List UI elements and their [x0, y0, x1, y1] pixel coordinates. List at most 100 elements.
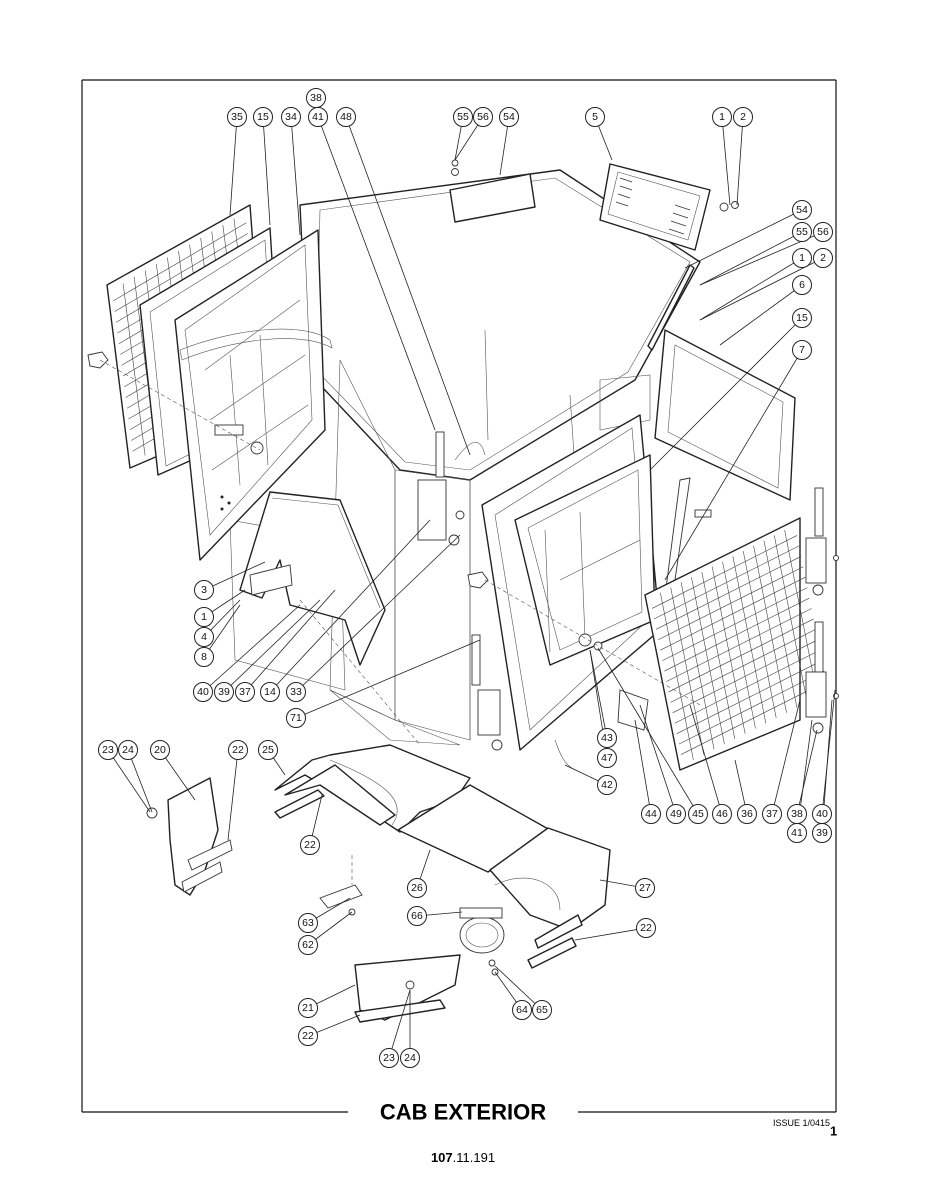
- leader-line: [262, 116, 271, 226]
- document-reference: 107.11.191: [431, 1150, 495, 1165]
- callout-number: 22: [302, 1030, 314, 1042]
- callout-balloon: 23: [98, 740, 118, 760]
- callout-number: 1: [201, 611, 207, 623]
- leader-line: [388, 989, 411, 1059]
- callout-number: 6: [799, 279, 805, 291]
- callout-number: 39: [218, 686, 230, 698]
- callout-number: 49: [670, 808, 682, 820]
- callout-balloon: 48: [336, 107, 356, 127]
- callout-balloon: 41: [787, 823, 807, 843]
- callout-balloon: 15: [253, 107, 273, 127]
- callout-balloon: 37: [762, 804, 782, 824]
- callout-number: 36: [741, 808, 753, 820]
- callout-balloon: 44: [641, 804, 661, 824]
- callout-number: 55: [457, 111, 469, 123]
- reference-suffix: .11.191: [453, 1150, 495, 1165]
- callout-number: 37: [239, 686, 251, 698]
- leader-line: [639, 704, 677, 815]
- callout-number: 24: [404, 1052, 416, 1064]
- callout-balloon: 46: [712, 804, 732, 824]
- callout-balloon: 45: [688, 804, 708, 824]
- callout-number: 41: [791, 827, 803, 839]
- callout-balloon: 21: [298, 998, 318, 1018]
- callout-number: 42: [601, 779, 613, 791]
- callout-balloon: 47: [597, 748, 617, 768]
- callout-balloon: 56: [473, 107, 493, 127]
- callout-balloon: 55: [453, 107, 473, 127]
- callout-number: 66: [411, 910, 423, 922]
- callout-number: 35: [231, 111, 243, 123]
- leader-line: [244, 589, 336, 693]
- callout-balloon: 1: [712, 107, 732, 127]
- callout-balloon: 40: [193, 682, 213, 702]
- leader-line: [574, 927, 647, 941]
- callout-balloon: 43: [597, 728, 617, 748]
- callout-number: 23: [383, 1052, 395, 1064]
- leader-line: [771, 699, 801, 815]
- callout-balloon: 34: [281, 107, 301, 127]
- callout-number: 64: [516, 1004, 528, 1016]
- leader-line: [649, 317, 803, 471]
- leader-line: [494, 965, 543, 1011]
- assembly-lines: [99, 359, 701, 746]
- callout-balloon: 38: [306, 88, 326, 108]
- callout-number: 8: [201, 651, 207, 663]
- callout-number: 54: [503, 111, 515, 123]
- callout-number: 44: [645, 808, 657, 820]
- callout-balloon: 54: [792, 200, 812, 220]
- leader-line: [721, 116, 731, 206]
- callout-balloon: 15: [792, 308, 812, 328]
- callout-balloon: 23: [379, 1048, 399, 1068]
- leader-line: [689, 704, 723, 815]
- callout-number: 14: [264, 686, 276, 698]
- leader-line: [202, 604, 301, 693]
- callout-balloon: 38: [787, 804, 807, 824]
- callout-balloon: 25: [258, 740, 278, 760]
- leader-line: [345, 116, 471, 456]
- callout-balloon: 24: [400, 1048, 420, 1068]
- callout-balloon: 6: [792, 275, 812, 295]
- callout-number: 2: [740, 111, 746, 123]
- callout-balloon: 3: [194, 580, 214, 600]
- callout-number: 56: [817, 226, 829, 238]
- callout-number: 15: [257, 111, 269, 123]
- callout-balloon: 55: [792, 222, 812, 242]
- callout-number: 40: [197, 686, 209, 698]
- issue-label: ISSUE 1/0415: [773, 1118, 830, 1128]
- leader-line: [295, 534, 461, 693]
- callout-balloon: 37: [235, 682, 255, 702]
- callout-balloon: 36: [737, 804, 757, 824]
- leader-line: [736, 116, 744, 206]
- leader-line: [589, 649, 608, 739]
- callout-balloon: 54: [499, 107, 519, 127]
- callout-balloon: 1: [792, 248, 812, 268]
- callout-balloon: 20: [150, 740, 170, 760]
- callout-number: 1: [719, 111, 725, 123]
- callout-balloon: 8: [194, 647, 214, 667]
- right-hinges: [805, 487, 839, 734]
- callout-number: 33: [290, 686, 302, 698]
- leader-line: [159, 749, 196, 801]
- leader-line: [597, 647, 699, 815]
- callout-balloon: 65: [532, 1000, 552, 1020]
- centre-hinge-part: [417, 329, 489, 546]
- callout-number: 40: [816, 808, 828, 820]
- leader-lines: [107, 116, 836, 1059]
- leader-line: [719, 284, 803, 346]
- callout-balloon: 41: [308, 107, 328, 127]
- callout-number: 22: [640, 922, 652, 934]
- callout-balloon: 1: [194, 607, 214, 627]
- callout-number: 22: [232, 744, 244, 756]
- callout-number: 48: [340, 111, 352, 123]
- callout-balloon: 33: [286, 682, 306, 702]
- callout-number: 20: [154, 744, 166, 756]
- callout-balloon: 62: [298, 935, 318, 955]
- leader-line: [699, 231, 803, 286]
- callout-balloon: 2: [733, 107, 753, 127]
- leader-line: [317, 116, 436, 431]
- callout-balloon: 26: [407, 878, 427, 898]
- callout-number: 54: [796, 204, 808, 216]
- leader-line: [203, 561, 266, 591]
- callout-number: 46: [716, 808, 728, 820]
